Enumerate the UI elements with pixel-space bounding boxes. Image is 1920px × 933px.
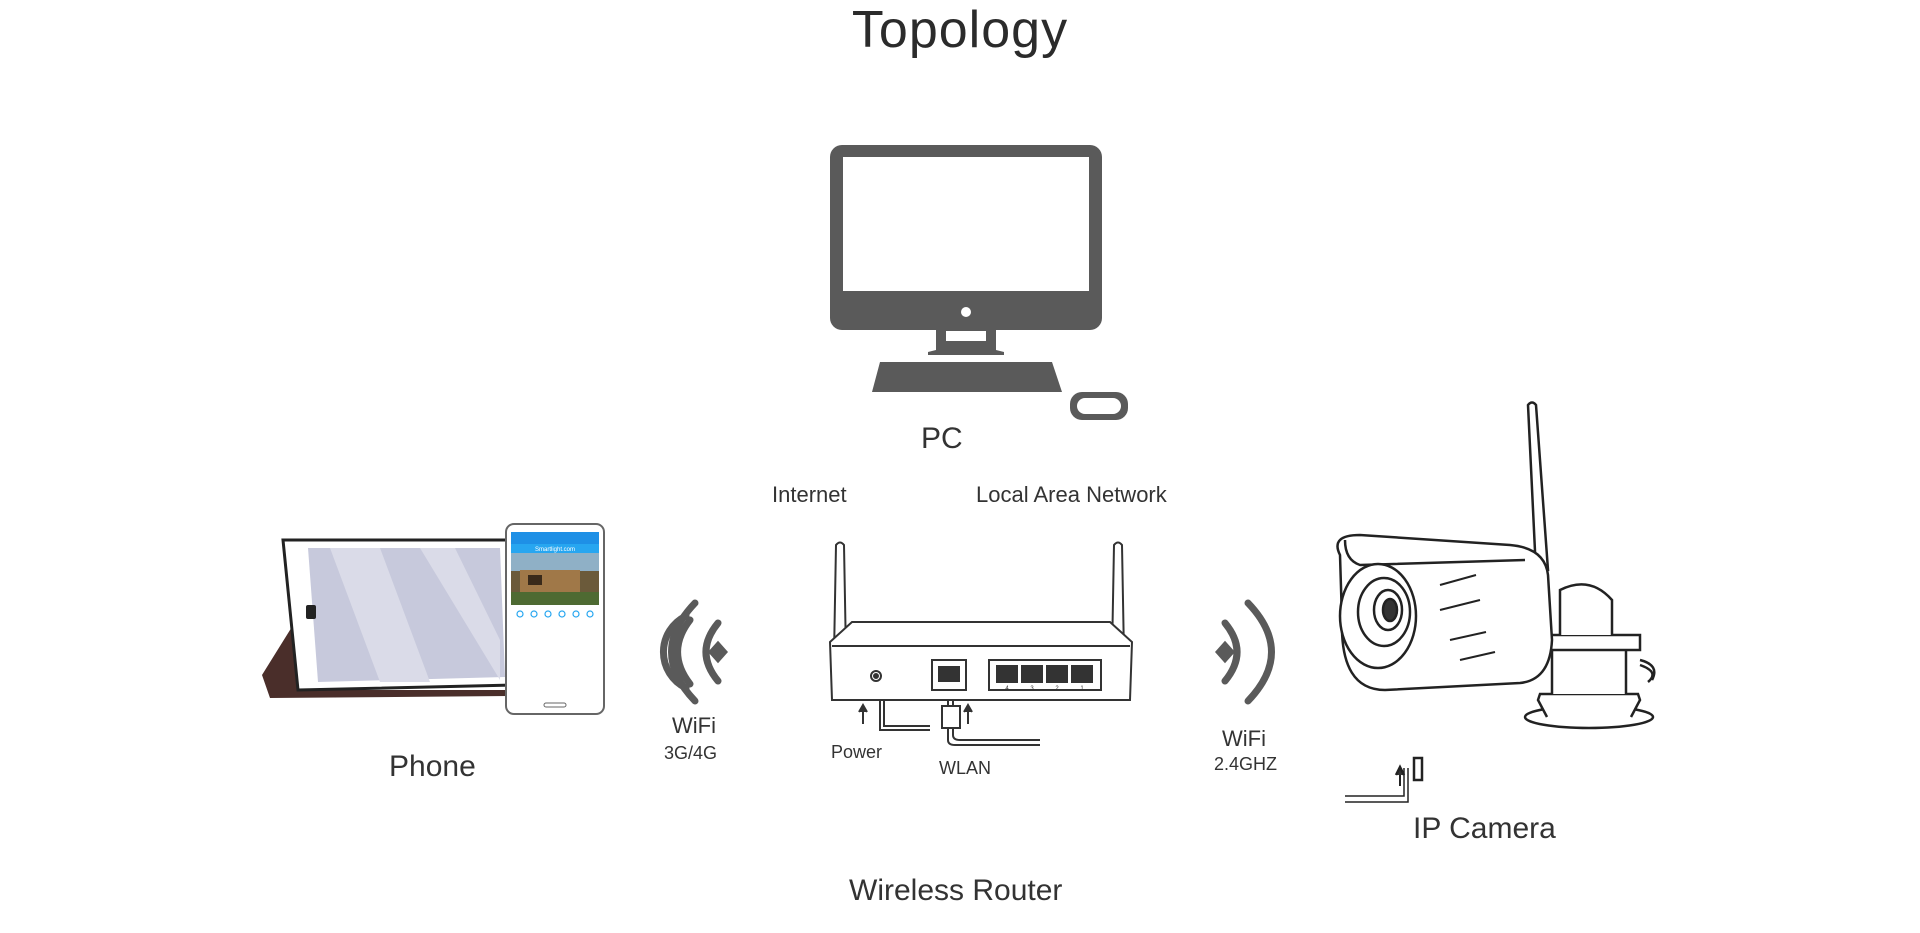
- wifi-right-arcs: [1217, 603, 1272, 701]
- phone-label: Phone: [389, 750, 476, 784]
- phone-tablet-icon: Smartlight.com: [262, 524, 604, 714]
- power-label: Power: [831, 742, 882, 763]
- router-icon: [830, 543, 1132, 746]
- pc-icon: [830, 145, 1128, 420]
- wifi-left-sublabel: 3G/4G: [664, 743, 717, 764]
- wifi-right-label: WiFi: [1222, 726, 1266, 752]
- pc-label: PC: [921, 422, 963, 456]
- ip-camera-label: IP Camera: [1413, 812, 1556, 846]
- phone-screen-header: Smartlight.com: [535, 547, 575, 553]
- internet-label: Internet: [772, 482, 847, 508]
- wlan-label: WLAN: [939, 758, 991, 779]
- ip-camera-icon: [1338, 403, 1655, 803]
- wifi-right-sublabel: 2.4GHZ: [1214, 754, 1277, 775]
- wifi-left-label: WiFi: [672, 713, 716, 739]
- wireless-router-label: Wireless Router: [849, 874, 1062, 908]
- lan-label: Local Area Network: [976, 482, 1167, 508]
